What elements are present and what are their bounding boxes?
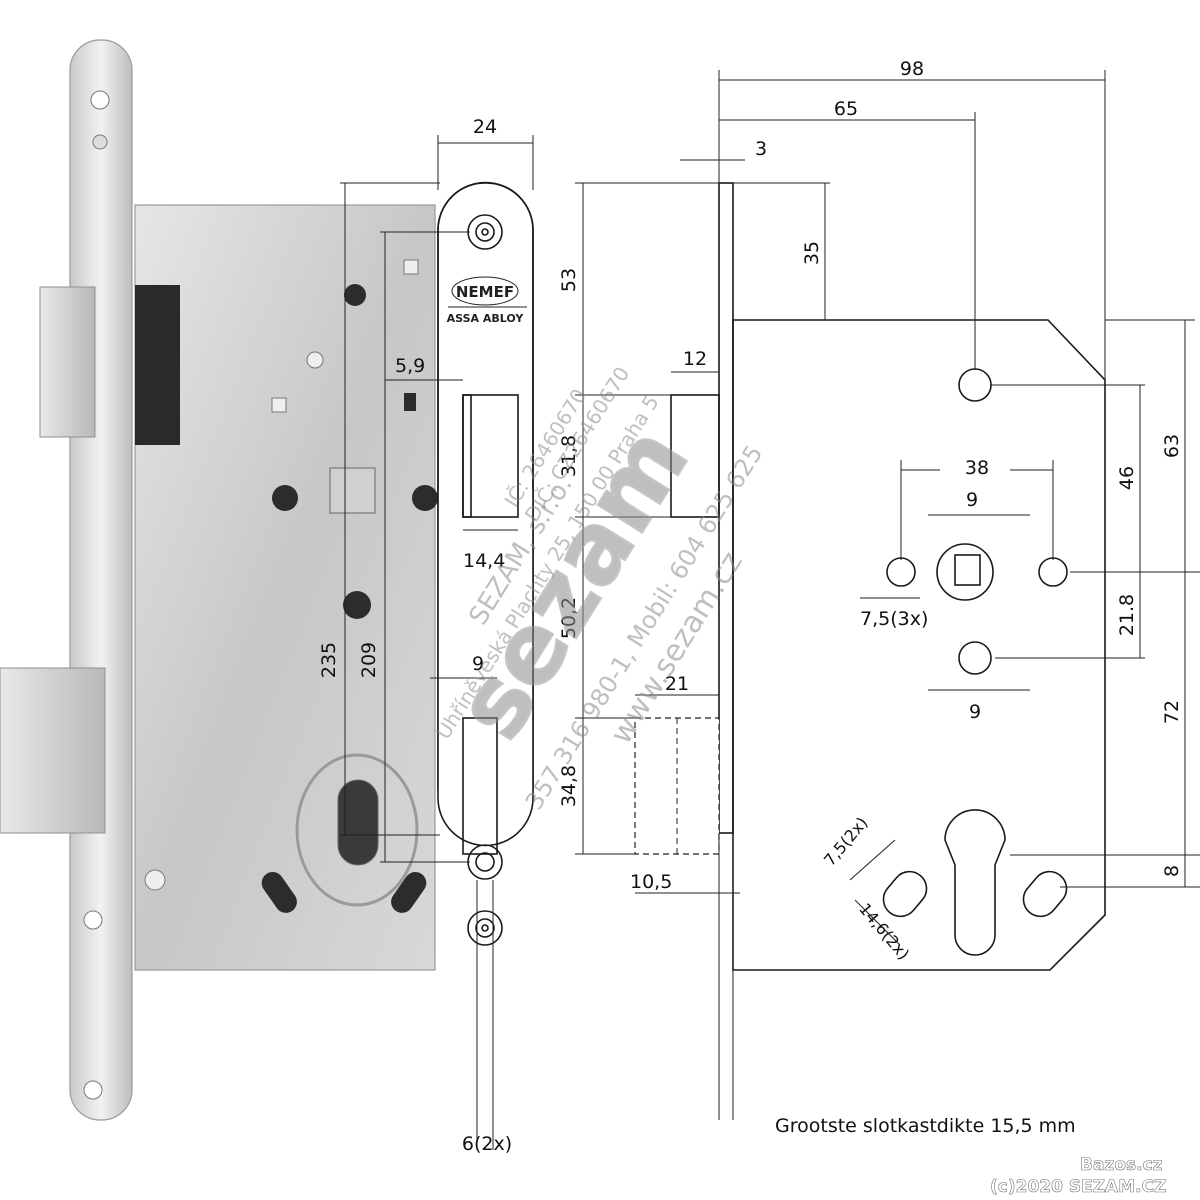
dim-latch-height: 31,8 [558, 435, 580, 477]
dim-overall-height: 235 [318, 642, 340, 678]
dim-screw-spacing: 209 [358, 642, 380, 678]
dim-latch-proj: 12 [683, 348, 707, 370]
dim-faceplate: 3 [755, 138, 767, 160]
side-slot-left [882, 870, 928, 918]
latch-inner [135, 285, 180, 445]
bazos-site: Bazos.cz [1080, 1155, 1163, 1175]
dim-follower-top: 9 [966, 489, 978, 511]
lock-photo [0, 39, 438, 1121]
rivet-4 [144, 869, 166, 891]
dim-latch-offset: 5,9 [395, 355, 425, 377]
dim-top: 53 [558, 268, 580, 292]
dim-holes-dia: 7,5(3x) [860, 608, 928, 630]
dim-bolt-offset-side: 10,5 [630, 871, 672, 893]
side-follower-square [954, 554, 981, 586]
dim-spacing: 50,2 [558, 597, 580, 639]
side-hole-top [958, 368, 992, 402]
screw-hole-top [90, 90, 110, 110]
side-follower [936, 543, 994, 601]
side-view [634, 182, 1106, 971]
slot-left [261, 871, 297, 913]
dim-depth: 98 [900, 58, 924, 80]
side-hole-right [1038, 557, 1068, 587]
cylinder-rim [295, 753, 419, 907]
screw-hole-bottom [83, 1080, 103, 1100]
front-screw-top [467, 214, 503, 250]
caption: Grootste slotkastdikte 15,5 mm [775, 1115, 1076, 1137]
dim-72: 72 [1161, 700, 1183, 724]
side-dimensions: 98 65 3 53 31,8 50,2 34,8 35 12 21 10,5 [558, 58, 1200, 1120]
spindle-hole-top [344, 284, 366, 306]
cylinder-cutout [337, 779, 379, 866]
side-hole-left [886, 557, 916, 587]
spindle-hole-right [412, 485, 438, 511]
dim-latch-width: 14,4 [463, 550, 505, 572]
side-cylinder-cutout [944, 809, 1006, 956]
latch-bolt [39, 286, 96, 438]
front-dimensions: 24 5,9 14,4 9 235 209 6(2x) [318, 116, 534, 1155]
cam-hole [343, 591, 371, 619]
front-latch-slot [404, 393, 416, 411]
front-faceplate-outline [437, 181, 534, 847]
dim-screw-holes: 6(2x) [462, 1133, 512, 1155]
nemef-logo-oval [451, 276, 519, 306]
rivet-1 [403, 259, 419, 275]
front-bottom-screw [467, 844, 503, 880]
dim-top-case: 35 [801, 241, 823, 265]
dim-63: 63 [1161, 434, 1183, 458]
side-hole-bottom [958, 641, 992, 675]
screw-hole-lower [83, 910, 103, 930]
side-case [732, 319, 1106, 971]
dim-bolt-offset: 9 [472, 653, 484, 675]
copyright: (c)2020 SEZAM.CZ [990, 1177, 1166, 1197]
dim-bolt-proj: 21 [665, 673, 689, 695]
spindle-hole-left [272, 485, 298, 511]
follower-square [329, 467, 376, 514]
side-latch [670, 394, 720, 518]
dim-slot-length: 14,6(2x) [855, 899, 913, 963]
rivet-3 [306, 351, 324, 369]
front-view: NEMEF ASSA ABLOY [437, 181, 534, 946]
side-slot-right [1022, 870, 1068, 918]
brand-sub: ASSA ABLOY [447, 312, 525, 325]
dim-follower-bottom: 9 [969, 701, 981, 723]
screw-hole-upper [92, 134, 108, 150]
dim-holes-spacing: 38 [965, 457, 989, 479]
dim-bolt-height: 34,8 [558, 765, 580, 807]
dim-46: 46 [1116, 466, 1138, 490]
dim-backset: 65 [834, 98, 858, 120]
dim-21-8: 21.8 [1116, 594, 1138, 636]
front-screw-mid [467, 910, 503, 946]
dead-bolt [0, 667, 106, 834]
lock-faceplate [69, 39, 133, 1121]
dim-8: 8 [1161, 865, 1183, 877]
rivet-2 [271, 397, 287, 413]
slot-right [391, 871, 427, 913]
dim-slot-width: 7,5(2x) [820, 813, 872, 869]
brand-name: NEMEF [456, 283, 514, 301]
dim-width: 24 [473, 116, 497, 138]
